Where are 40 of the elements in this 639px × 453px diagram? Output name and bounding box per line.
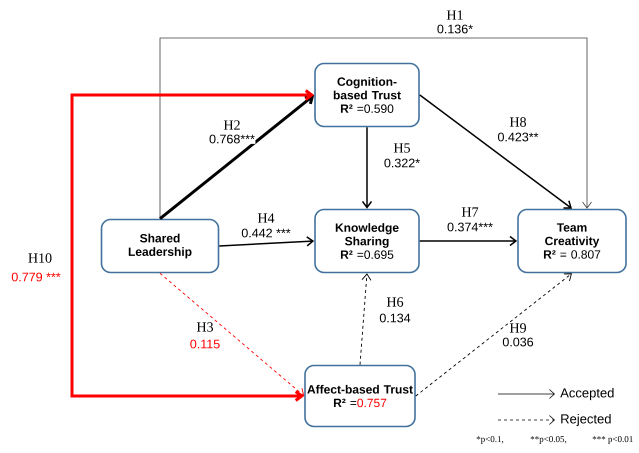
edge-label: H4 [256,212,276,224]
construct-box: Knowledge Sharing R² =0.695 [314,208,420,274]
legend-label: Rejected [561,414,611,426]
arrow [70,89,314,402]
arrow [160,272,304,396]
footnote: *** p<0.01 [592,436,633,444]
coefficient-label: 0.442 *** [240,228,292,238]
coefficient-label: 0.768*** [208,134,256,144]
edge-label: H5 [392,142,412,154]
coefficient-label: 0.423** [497,132,539,142]
coefficient-label: 0.322* [383,158,421,168]
edge-label: H9 [508,322,528,334]
edge-label: H1 [446,10,464,20]
construct-box: Shared Leadership [100,218,220,274]
coefficient-label: 0.779 *** [10,272,62,282]
coefficient-label: 0.115 [189,339,221,349]
arrow [362,127,372,209]
edge-label: H6 [386,296,404,308]
arrow [419,94,572,209]
legend-label: Accepted [560,388,614,400]
arrow [415,273,572,396]
arrow [219,236,314,247]
edge-label: H2 [222,120,242,130]
construct-box: Team Creativity R² = 0.807 [517,208,627,274]
construct-box: Cognition-based Trust R² =0.590 [314,62,420,128]
arrow [160,38,592,220]
construct-box: Affect-based Trust R² =0.757 [304,364,416,428]
arrow [360,273,372,366]
arrow [420,236,518,246]
edge-label: H3 [196,322,214,332]
footnote: *p<0.1, [476,436,504,444]
coefficient-label: 0.036 [502,337,534,347]
edge-label: H10 [27,252,53,264]
arrow [159,95,314,220]
edge-label: H7 [460,206,480,218]
edge-label: H8 [508,116,528,128]
coefficient-label: 0.374*** [446,222,494,232]
footnote: **p<0.05, [530,436,566,444]
coefficient-label: 0.136* [436,24,474,34]
coefficient-label: 0.134 [378,313,412,323]
